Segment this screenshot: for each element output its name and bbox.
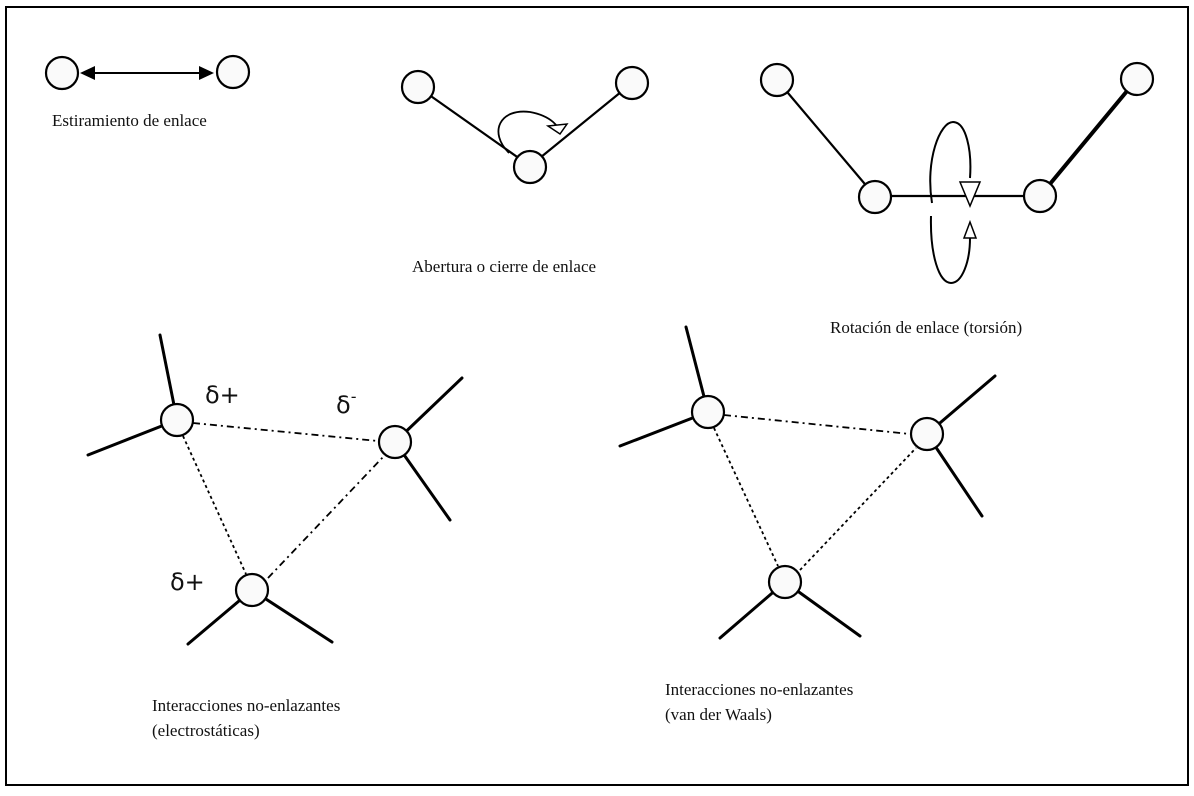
atom bbox=[400, 69, 436, 105]
atom bbox=[159, 402, 195, 438]
rotation-arrowhead-up-icon bbox=[962, 219, 978, 239]
atom bbox=[377, 424, 413, 460]
atom bbox=[857, 179, 893, 215]
arrowhead-left-icon bbox=[80, 66, 95, 80]
atom bbox=[512, 149, 548, 185]
partial-charge-label: δ- bbox=[336, 387, 356, 419]
torsion-label: Rotación de enlace (torsión) bbox=[830, 318, 1022, 337]
electrostatic-label-line1: Interacciones no-enlazantes bbox=[152, 696, 340, 715]
electrostatic-interaction-line bbox=[182, 435, 247, 575]
atom bbox=[614, 65, 650, 101]
vdw-interaction-line bbox=[723, 414, 911, 435]
partial-charge-label: δ+ bbox=[170, 568, 205, 596]
angle-bending-label: Abertura o cierre de enlace bbox=[412, 257, 596, 276]
bond-stretching-label: Estiramiento de enlace bbox=[52, 111, 207, 130]
thick-bond-line bbox=[1038, 77, 1139, 198]
atom bbox=[1022, 178, 1058, 214]
atom bbox=[234, 572, 270, 608]
atom bbox=[215, 54, 251, 90]
rotation-arc-upper bbox=[929, 120, 972, 204]
torsion-panel: Rotación de enlace (torsión) bbox=[759, 61, 1155, 337]
partial-charge-sign: - bbox=[351, 387, 357, 406]
bond-line bbox=[775, 78, 877, 198]
arrowhead-right-icon bbox=[199, 66, 214, 80]
electrostatic-interaction-line bbox=[192, 422, 379, 442]
bending-arc-arrow bbox=[497, 110, 561, 154]
figure-border bbox=[5, 6, 1189, 786]
electrostatic-interaction-line bbox=[267, 455, 385, 579]
vdw-interaction-line bbox=[713, 427, 779, 567]
rotation-arc-lower bbox=[929, 215, 971, 285]
bond-line bbox=[528, 81, 634, 168]
vdw-label-line2: (van der Waals) bbox=[665, 705, 772, 724]
atom bbox=[909, 416, 945, 452]
atom bbox=[767, 564, 803, 600]
atom bbox=[44, 55, 80, 91]
partial-charge-label: δ+ bbox=[205, 381, 240, 409]
vdw-interaction-line bbox=[799, 447, 917, 571]
atom bbox=[690, 394, 726, 430]
electrostatic-label-line2: (electrostáticas) bbox=[152, 721, 260, 740]
angle-bending-panel: Abertura o cierre de enlace bbox=[400, 65, 650, 276]
van-der-waals-panel: Interacciones no-enlazantes (van der Waa… bbox=[618, 325, 997, 724]
atom bbox=[1119, 61, 1155, 97]
atom bbox=[759, 62, 795, 98]
partial-charge-symbol: δ bbox=[336, 391, 351, 419]
arc-arrowhead-icon bbox=[545, 123, 569, 136]
electrostatic-panel: δ+ δ- δ+ Interacciones no-enlazantes (el… bbox=[86, 333, 464, 740]
bond-line bbox=[416, 85, 532, 168]
vdw-label-line1: Interacciones no-enlazantes bbox=[665, 680, 853, 699]
bond-stretching-panel: Estiramiento de enlace bbox=[44, 54, 251, 130]
rotation-arrowhead-down-icon bbox=[958, 181, 982, 208]
